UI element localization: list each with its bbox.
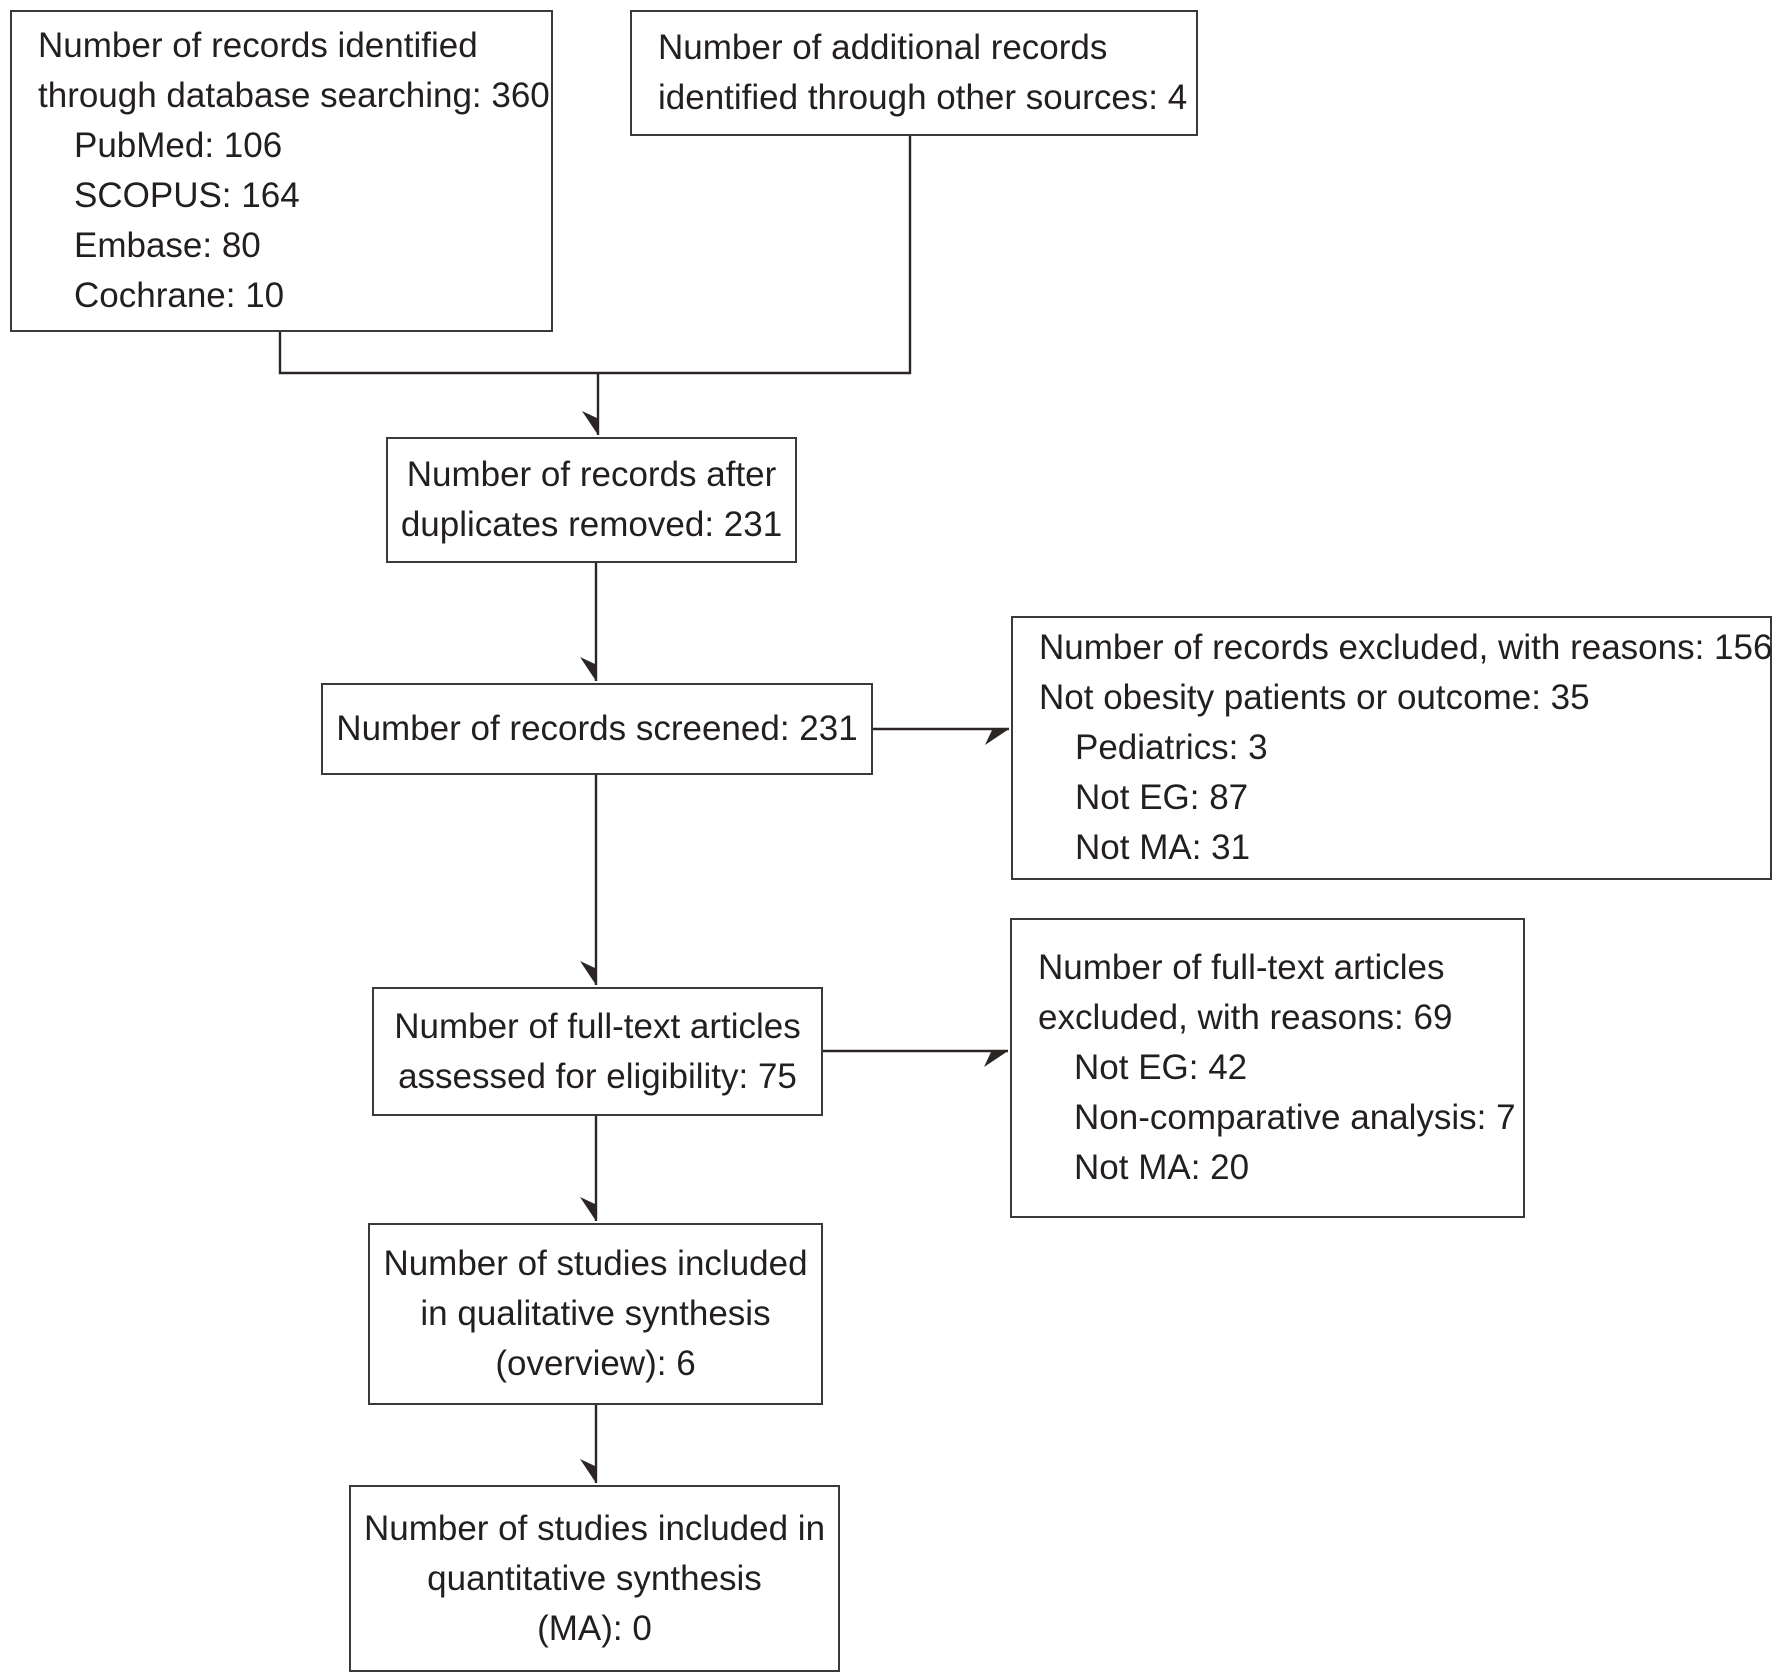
box-line: (overview): 6 <box>495 1344 696 1383</box>
box-line: through database searching: 360 <box>38 76 550 115</box>
box-line: PubMed: 106 <box>74 126 283 165</box>
box-line: Not obesity patients or outcome: 35 <box>1039 678 1590 717</box>
box-line: Number of full-text articles <box>1038 948 1445 987</box>
box-records-identified: Number of records identified through dat… <box>10 10 553 332</box>
box-line: identified through other sources: 4 <box>658 78 1188 117</box>
box-line: excluded, with reasons: 69 <box>1038 998 1453 1037</box>
box-line: in qualitative synthesis <box>420 1294 771 1333</box>
box-line: Embase: 80 <box>74 226 261 265</box>
box-line: Number of full-text articles <box>394 1006 801 1046</box>
box-line: Number of records after <box>406 455 777 494</box>
box-line: quantitative synthesis <box>427 1558 762 1598</box>
merge-connector-line <box>278 136 912 375</box>
box-qualitative-synthesis: Number of studies included in qualitativ… <box>368 1223 823 1405</box>
box-line: SCOPUS: 164 <box>74 176 300 215</box>
box-line: Number of additional records <box>658 28 1108 67</box>
box-line: Number of records excluded, with reasons… <box>1039 628 1773 667</box>
box-line: duplicates removed: 231 <box>400 505 783 544</box>
box-line: (MA): 0 <box>537 1608 652 1648</box>
box-line: Number of studies included <box>383 1244 808 1283</box>
box-records-screened: Number of records screened: 231 <box>321 683 873 775</box>
box-fulltext-excluded: Number of full-text articles excluded, w… <box>1010 918 1525 1218</box>
box-additional-records: Number of additional records identified … <box>630 10 1198 136</box>
box-quantitative-synthesis: Number of studies included in quantitati… <box>349 1485 840 1672</box>
box-line: assessed for eligibility: 75 <box>398 1056 797 1096</box>
box-line: Not MA: 20 <box>1074 1148 1250 1187</box>
box-line: Number of records identified <box>38 26 478 65</box>
box-line: Non-comparative analysis: 7 <box>1074 1098 1516 1137</box>
box-fulltext-assessed: Number of full-text articles assessed fo… <box>372 987 823 1116</box>
box-line: Pediatrics: 3 <box>1075 728 1268 767</box>
box-line: Not EG: 42 <box>1074 1048 1248 1087</box>
box-line: Not MA: 31 <box>1075 828 1251 867</box>
box-line: Number of records screened: 231 <box>336 709 858 748</box>
box-line: Number of studies included in <box>363 1508 826 1548</box>
box-line: Cochrane: 10 <box>74 276 285 315</box>
box-duplicates-removed: Number of records after duplicates remov… <box>386 437 797 563</box>
box-records-excluded: Number of records excluded, with reasons… <box>1011 616 1772 880</box>
box-line: Not EG: 87 <box>1075 778 1249 817</box>
